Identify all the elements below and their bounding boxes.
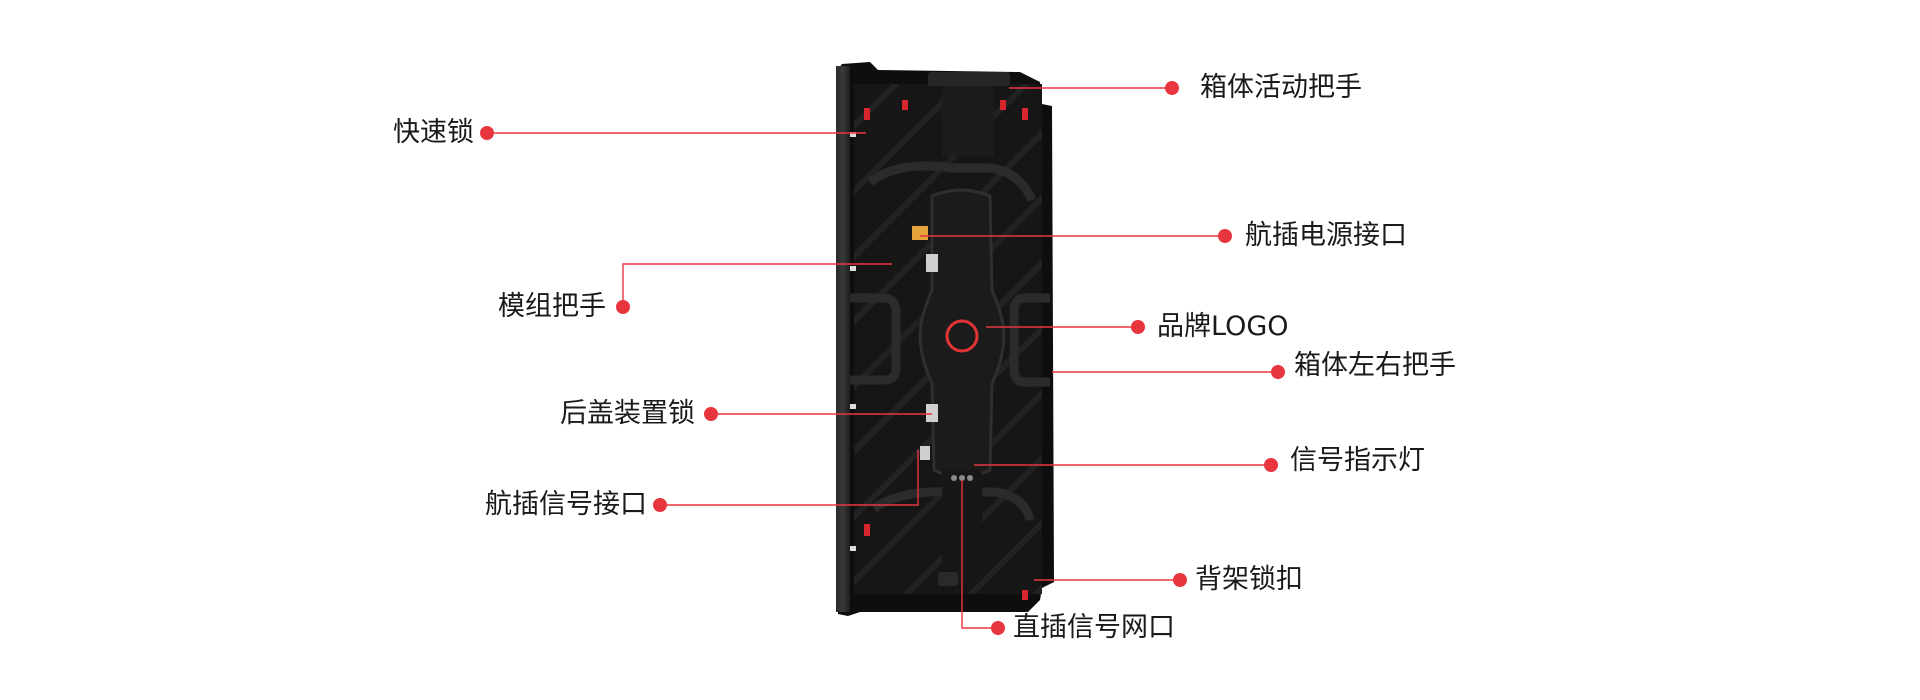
module-handle-leader-line (622, 263, 892, 307)
module-handle-label: 模组把手 (498, 291, 606, 322)
brand-logo-label: 品牌LOGO (1157, 311, 1289, 342)
aviation-signal-port-label: 航插信号接口 (485, 489, 647, 520)
cabinet-carry-handle-marker-dot (1165, 81, 1179, 95)
callout-layer (480, 81, 1285, 635)
brand-logo-marker-dot (1131, 320, 1145, 334)
rack-lock-buckle-marker-dot (1173, 573, 1187, 587)
quick-lock-marker-dot (480, 126, 494, 140)
cabinet-side-handles-marker-dot (1271, 365, 1285, 379)
direct-signal-rj45-leader-line (961, 480, 998, 629)
cabinet-side-handles-label: 箱体左右把手 (1294, 350, 1456, 381)
quick-lock-label: 快速锁 (393, 117, 474, 148)
brand-logo-ring (945, 319, 979, 353)
module-handle-marker-dot (616, 300, 630, 314)
rear-cover-lock-marker-dot (704, 407, 718, 421)
signal-indicator-label: 信号指示灯 (1290, 445, 1425, 476)
rack-lock-buckle-label: 背架锁扣 (1195, 564, 1303, 595)
cabinet-carry-handle-label: 箱体活动把手 (1200, 72, 1362, 103)
aviation-power-port-label: 航插电源接口 (1245, 220, 1407, 251)
led-cabinet-icon (836, 62, 1054, 616)
direct-signal-rj45-marker-dot (991, 621, 1005, 635)
aviation-power-port-marker-dot (1218, 229, 1232, 243)
aviation-signal-port-marker-dot (653, 498, 667, 512)
signal-indicator-marker-dot (1264, 458, 1278, 472)
rear-cover-lock-label: 后盖装置锁 (560, 398, 695, 429)
aviation-signal-port-leader-line (660, 450, 919, 506)
direct-signal-rj45-label: 直插信号网口 (1013, 612, 1175, 643)
